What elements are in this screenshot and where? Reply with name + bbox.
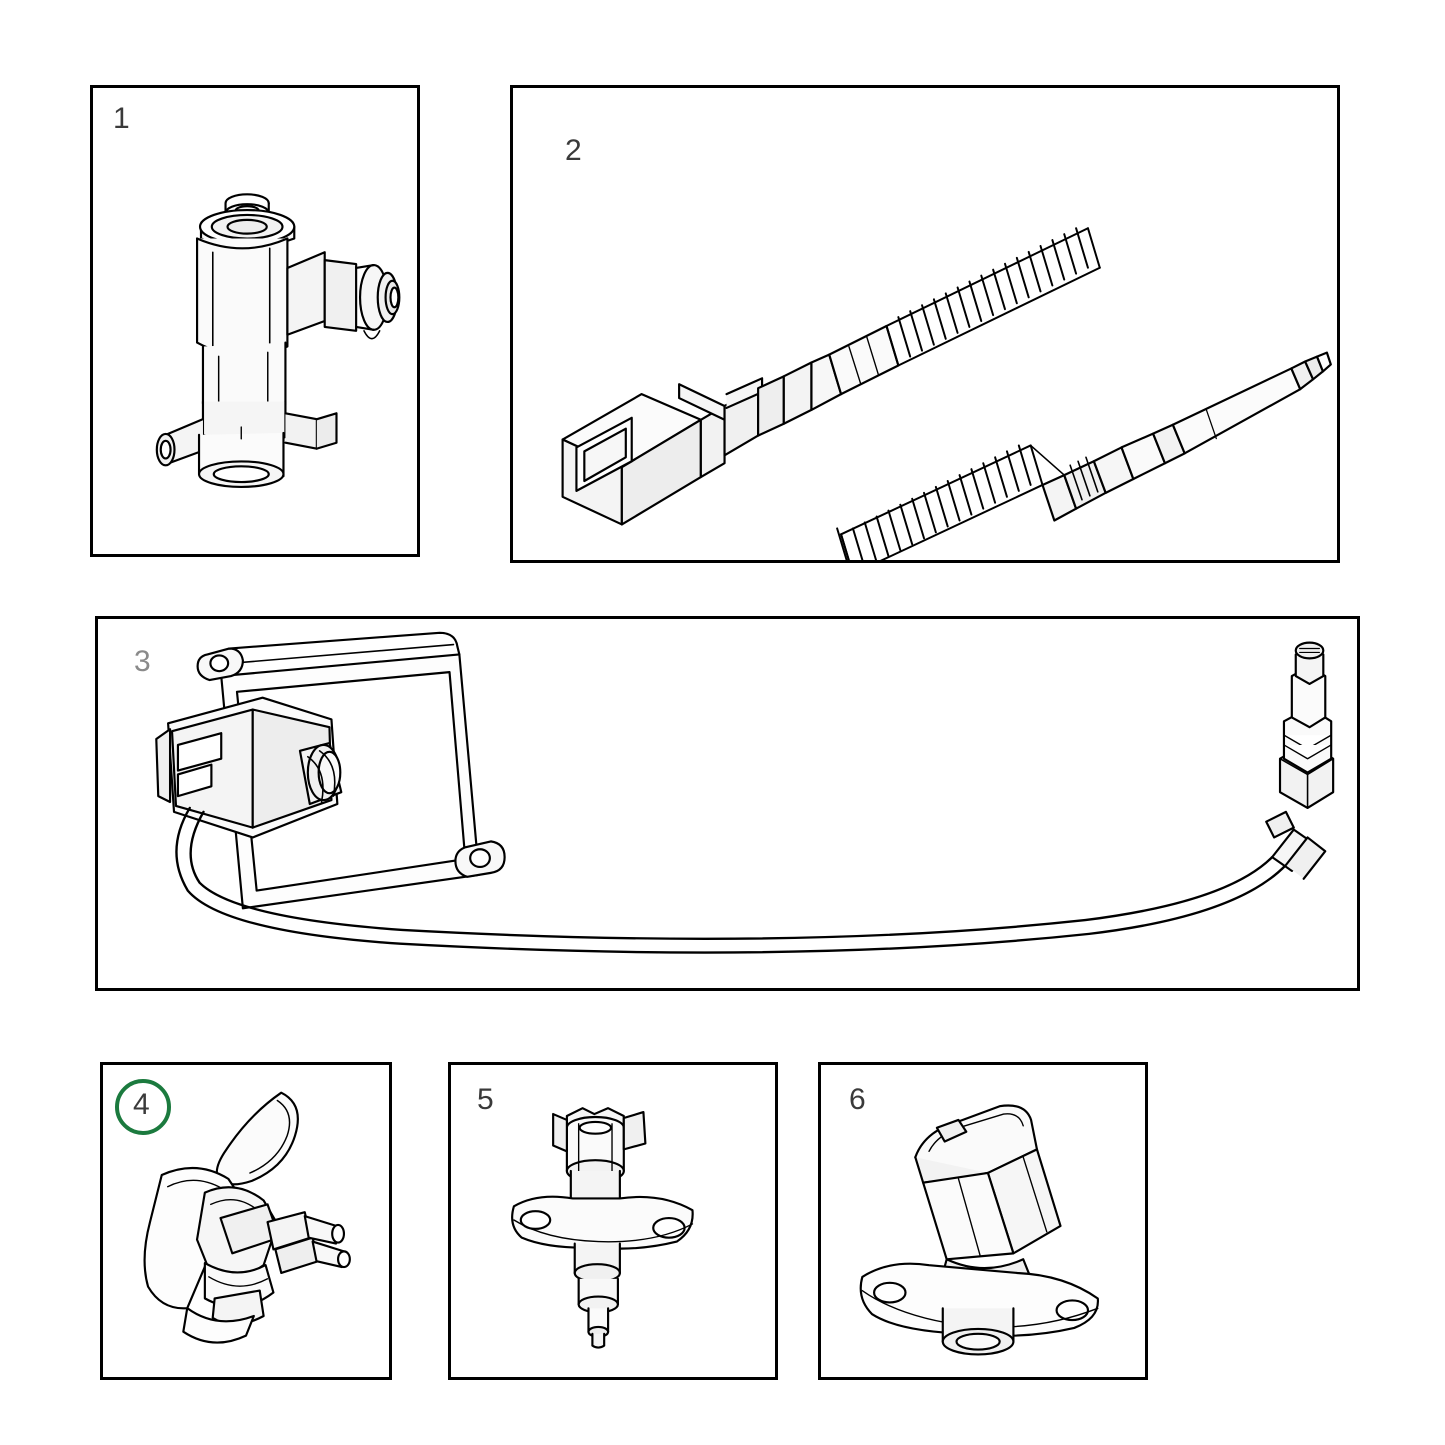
glow-plug-harness-illustration — [561, 227, 1332, 560]
panel-4-highlight-ring — [115, 1079, 171, 1135]
panel-6[interactable]: 6 — [818, 1062, 1148, 1380]
panel-2-number: 2 — [565, 134, 582, 167]
panel-1-number: 1 — [113, 102, 130, 135]
panel-4[interactable]: 4 — [100, 1062, 392, 1380]
panel-6-number: 6 — [849, 1083, 866, 1116]
panel-3[interactable]: 3 — [95, 616, 1360, 991]
camshaft-position-sensor-illustration — [511, 1107, 694, 1349]
egr-valve-illustration — [155, 193, 401, 489]
panel-3-number: 3 — [134, 645, 151, 678]
nox-sensor-illustration — [155, 631, 1335, 954]
panel-5-number: 5 — [477, 1083, 494, 1116]
panel-1[interactable]: 1 — [90, 85, 420, 557]
panel-4-number: 4 — [133, 1088, 150, 1121]
panel-5[interactable]: 5 — [448, 1062, 778, 1380]
crankshaft-position-sensor-illustration — [859, 1104, 1099, 1356]
panel-2[interactable]: 2 — [510, 85, 1340, 563]
